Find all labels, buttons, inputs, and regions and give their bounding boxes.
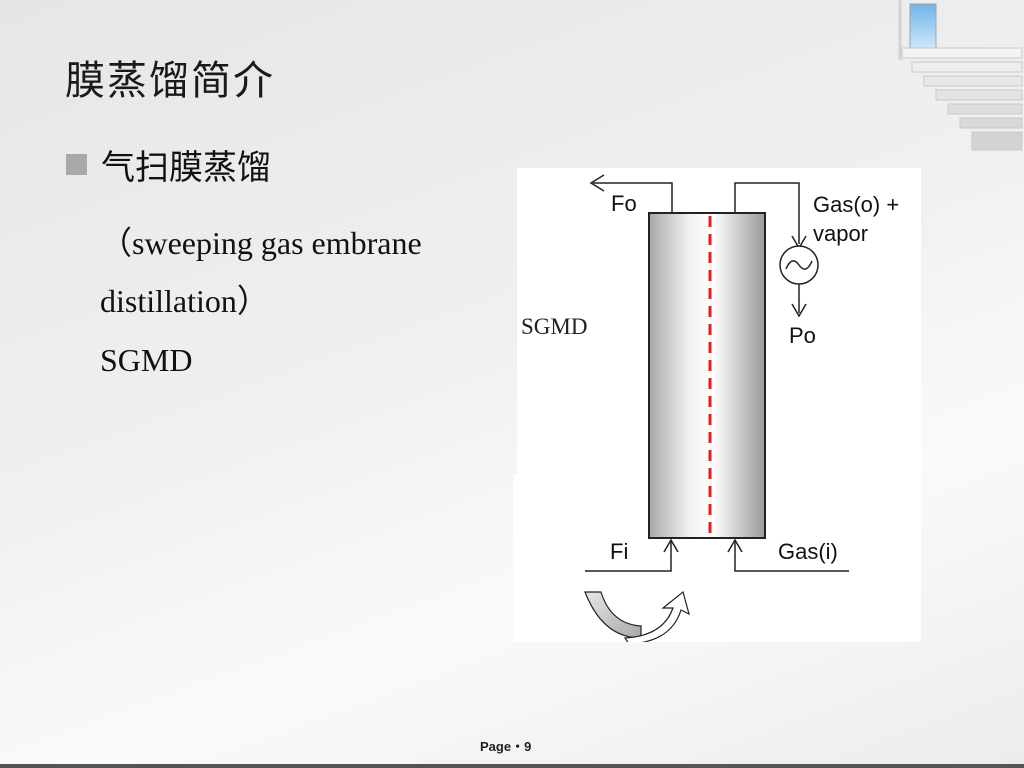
label-fo: Fo	[611, 191, 637, 216]
module-column	[648, 212, 766, 539]
sub-text-line-1: （sweeping gas embrane	[100, 225, 422, 261]
page-title: 膜蒸馏简介	[65, 58, 275, 104]
label-fi: Fi	[610, 539, 628, 564]
bottom-rule	[0, 764, 1024, 768]
curved-arrow-icon	[584, 590, 690, 642]
label-gas-in: Gas(i)	[778, 539, 838, 564]
square-bullet-icon	[66, 154, 87, 175]
label-po: Po	[789, 323, 816, 348]
label-sgmd: SGMD	[521, 314, 587, 339]
label-vapor: vapor	[813, 221, 868, 246]
sub-text-line-2: distillation）	[100, 283, 269, 319]
page-number: Page・9	[480, 739, 532, 754]
label-gas-out: Gas(o) +	[813, 192, 899, 217]
staircase-icon	[898, 0, 1023, 151]
bullet-text: 气扫膜蒸馏	[101, 148, 271, 188]
sub-text-abbreviation: SGMD	[100, 342, 193, 378]
bullet-item: 气扫膜蒸馏	[66, 140, 271, 189]
sgmd-diagram: Fo Gas(o) + vapor Po SGMD Fi Gas(i)	[513, 168, 921, 642]
